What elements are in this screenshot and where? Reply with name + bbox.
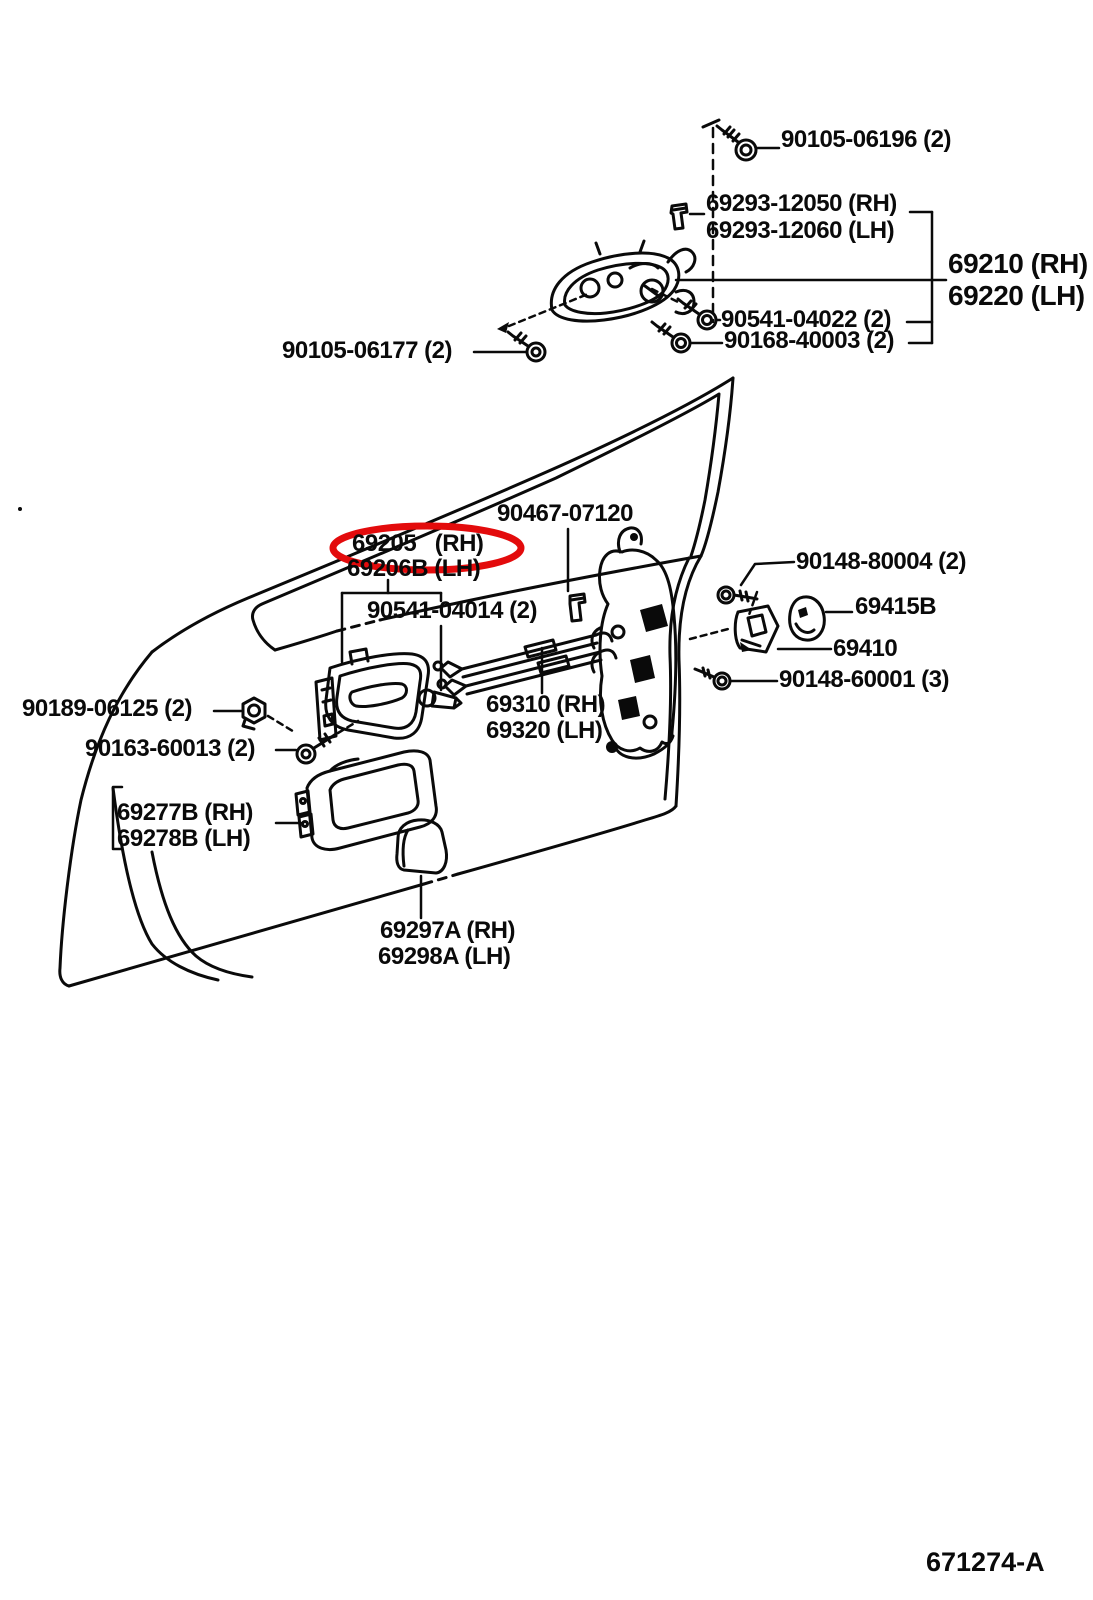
part-label-69278B: 69278B (LH) bbox=[117, 825, 251, 852]
striker-cap bbox=[788, 595, 826, 642]
part-label-90148-60001: 90148-60001 (3) bbox=[779, 666, 949, 693]
screw-icon-90163-60013 bbox=[295, 732, 338, 765]
part-label-90467-07120: 90467-07120 bbox=[497, 500, 633, 527]
part-label-90105-06196: 90105-06196 (2) bbox=[781, 126, 951, 153]
pull-handle bbox=[294, 749, 438, 852]
part-label-90541-04014: 90541-04014 (2) bbox=[367, 597, 537, 624]
striker-plate bbox=[733, 604, 780, 654]
part-label-69297A: 69297A (RH) bbox=[380, 917, 516, 944]
pin-icon-90541-04014 bbox=[417, 688, 463, 710]
part-label-69210: 69210 (RH) bbox=[948, 248, 1088, 279]
part-label-69206B: 69206B (LH) bbox=[347, 555, 481, 582]
nut-icon-90189-06125 bbox=[241, 696, 267, 731]
door-outline bbox=[18, 376, 735, 988]
part-label-90105-06177: 90105-06177 (2) bbox=[282, 337, 452, 364]
part-label-69310: 69310 (RH) bbox=[486, 691, 606, 718]
outside-door-handle bbox=[549, 239, 697, 323]
part-label-69277B: 69277B (RH) bbox=[117, 799, 253, 826]
bolt-icon-90168-40003 bbox=[650, 320, 692, 354]
part-label-69298A: 69298A (LH) bbox=[378, 943, 511, 970]
diagram-code: 671274-A bbox=[926, 1547, 1045, 1577]
part-label-90163-60013: 90163-60013 (2) bbox=[85, 735, 255, 762]
clip-icon-90467 bbox=[568, 592, 587, 623]
highlight-oval bbox=[329, 522, 525, 574]
clip-icon-69293 bbox=[669, 202, 689, 231]
part-label-90168-40003: 90168-40003 (2) bbox=[724, 327, 894, 354]
part-label-69220: 69220 (LH) bbox=[948, 280, 1085, 311]
part-label-69293-12050: 69293-12050 (RH) bbox=[706, 190, 897, 217]
part-label-69320: 69320 (LH) bbox=[486, 717, 603, 744]
leader-lines bbox=[111, 126, 948, 920]
part-label-69415B: 69415B bbox=[855, 593, 937, 620]
part-label-69410: 69410 bbox=[833, 635, 898, 662]
part-label-69205-highlighted[interactable]: 69205 (RH) bbox=[352, 530, 484, 557]
part-label-90541-04022: 90541-04022 (2) bbox=[721, 306, 891, 333]
part-label-90148-80004: 90148-80004 (2) bbox=[796, 548, 966, 575]
screw-icon-90105-06177 bbox=[506, 330, 547, 363]
trim-cover bbox=[395, 818, 448, 875]
part-label-69293-12060: 69293-12060 (LH) bbox=[706, 217, 895, 244]
screw-icon-90105-06196 bbox=[701, 118, 758, 162]
lock-cables bbox=[432, 631, 618, 697]
screw-icon-90148-60001 bbox=[693, 666, 732, 691]
door-lock-assembly bbox=[590, 526, 678, 760]
inside-door-handle bbox=[314, 647, 430, 742]
part-label-90189-06125: 90189-06125 (2) bbox=[22, 695, 192, 722]
bolt-icon-90148-80004 bbox=[716, 585, 759, 605]
